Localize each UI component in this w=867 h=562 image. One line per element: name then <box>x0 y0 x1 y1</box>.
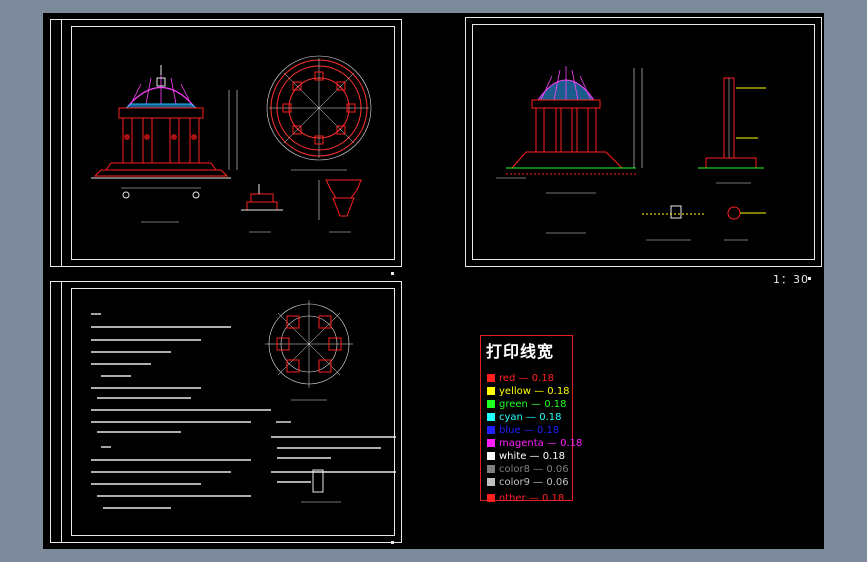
color-swatch <box>487 452 495 460</box>
print-lineweight-legend: 打印线宽 red — 0.18 yellow — 0.18 green — 0.… <box>480 335 582 504</box>
color-swatch <box>487 465 495 473</box>
legend-label: other — 0.18 <box>499 492 565 504</box>
color-swatch <box>487 387 495 395</box>
cad-model-space[interactable]: 1：30 打印线宽 red — 0.18 yellow — 0.18 green… <box>43 13 824 549</box>
notes-and-foundation-drawing <box>91 300 396 509</box>
color-swatch <box>487 439 495 447</box>
drawing-sheet-notes-foundation[interactable] <box>50 281 402 543</box>
legend-row: red — 0.18 <box>487 372 554 384</box>
drawing-sheet-elevation-plan[interactable] <box>50 19 402 267</box>
legend-title: 打印线宽 <box>486 342 555 361</box>
sheet-border <box>472 24 815 260</box>
color-swatch <box>487 413 495 421</box>
legend-label: yellow — 0.18 <box>499 385 570 397</box>
color-swatch <box>487 426 495 434</box>
legend-row: white — 0.18 <box>487 450 565 462</box>
scale-label: 1：30 <box>773 273 809 286</box>
sheet-border <box>71 26 395 260</box>
legend-label: cyan — 0.18 <box>499 411 562 423</box>
legend-row: yellow — 0.18 <box>487 385 570 397</box>
legend-label: blue — 0.18 <box>499 424 560 436</box>
legend-label: white — 0.18 <box>499 450 565 462</box>
drawing-sheet-section-details[interactable] <box>465 17 822 267</box>
color-swatch <box>487 478 495 486</box>
legend-row: color8 — 0.06 <box>487 463 569 475</box>
sheet-marker <box>391 541 394 544</box>
sheet-marker <box>391 272 394 275</box>
title-strip <box>51 20 62 266</box>
pavilion-elevation-drawing <box>91 55 372 233</box>
legend-label: color9 — 0.06 <box>499 476 569 488</box>
legend-row: magenta — 0.18 <box>487 437 582 449</box>
legend-label: green — 0.18 <box>499 398 567 410</box>
sheet-border <box>71 288 395 536</box>
legend-row: color9 — 0.06 <box>487 476 569 488</box>
legend-label: magenta — 0.18 <box>499 437 583 449</box>
color-swatch <box>487 400 495 408</box>
title-strip <box>51 282 62 542</box>
color-swatch <box>487 494 495 502</box>
color-swatch <box>487 374 495 382</box>
legend-row: other — 0.18 <box>487 492 564 504</box>
scale-marker <box>808 277 811 280</box>
legend-label: color8 — 0.06 <box>499 463 569 475</box>
pavilion-section-drawing <box>496 66 766 241</box>
legend-label: red — 0.18 <box>499 372 555 384</box>
legend-row: blue — 0.18 <box>487 424 559 436</box>
legend-row: green — 0.18 <box>487 398 567 410</box>
legend-row: cyan — 0.18 <box>487 411 562 423</box>
